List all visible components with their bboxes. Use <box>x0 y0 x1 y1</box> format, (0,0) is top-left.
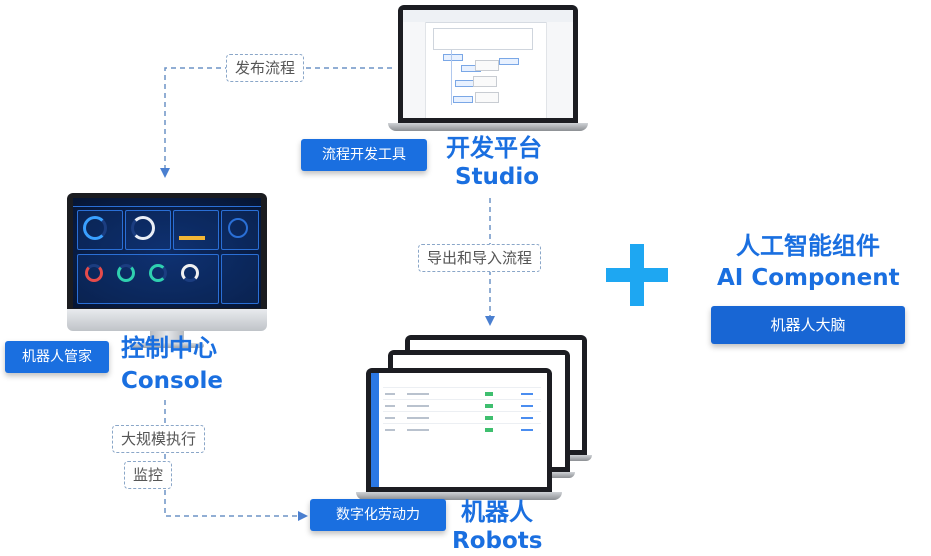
console-title-cn: 控制中心 <box>121 334 217 362</box>
robots-title-en: Robots <box>452 528 543 554</box>
console-dashboard-screen <box>73 198 261 308</box>
export-import-flow-label: 导出和导入流程 <box>418 244 542 272</box>
studio-toolbar <box>403 10 573 23</box>
console-title-en: Console <box>121 368 224 394</box>
monitor-label: 监控 <box>124 461 173 489</box>
plus-icon <box>606 244 668 306</box>
console-tag: 机器人管家 <box>5 341 109 373</box>
ai-tag: 机器人大脑 <box>711 306 905 344</box>
robots-front-screen <box>371 373 547 487</box>
ai-title-en: AI Component <box>717 265 900 291</box>
robots-title-cn: 机器人 <box>461 498 533 526</box>
studio-tag: 流程开发工具 <box>301 139 427 171</box>
robots-tag: 数字化劳动力 <box>310 499 446 531</box>
execute-connector <box>164 400 300 517</box>
execute-arrowhead <box>298 511 308 521</box>
studio-title-en: Studio <box>455 164 540 190</box>
ai-title-cn: 人工智能组件 <box>736 232 880 260</box>
mass-execute-label: 大规模执行 <box>112 425 206 453</box>
studio-sidebar <box>403 22 426 118</box>
export-arrowhead <box>485 316 495 326</box>
publish-connector <box>164 67 392 170</box>
studio-properties-panel <box>546 22 573 118</box>
publish-arrowhead <box>160 168 170 178</box>
studio-title-cn: 开发平台 <box>446 134 542 162</box>
studio-screen <box>403 10 573 118</box>
publish-flow-label: 发布流程 <box>226 54 305 82</box>
